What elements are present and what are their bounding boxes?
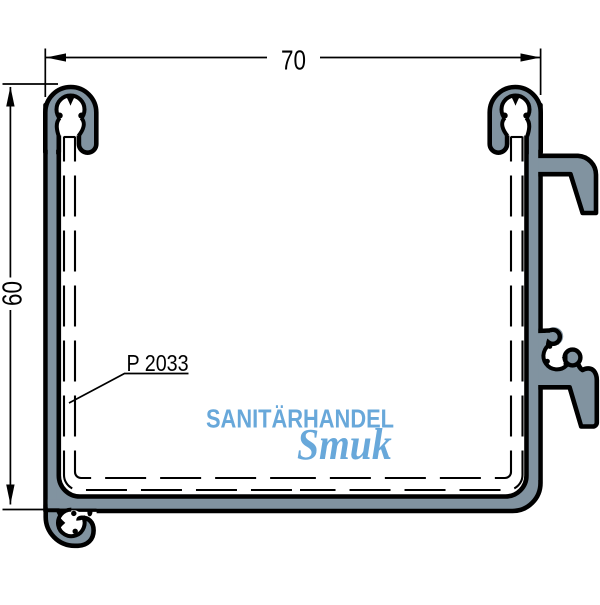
svg-text:P 2033: P 2033 (127, 351, 189, 377)
svg-text:60: 60 (0, 281, 28, 306)
svg-text:Smuk: Smuk (297, 421, 392, 469)
svg-text:70: 70 (281, 45, 306, 76)
svg-text:SANITÄRHANDEL: SANITÄRHANDEL (206, 405, 394, 434)
